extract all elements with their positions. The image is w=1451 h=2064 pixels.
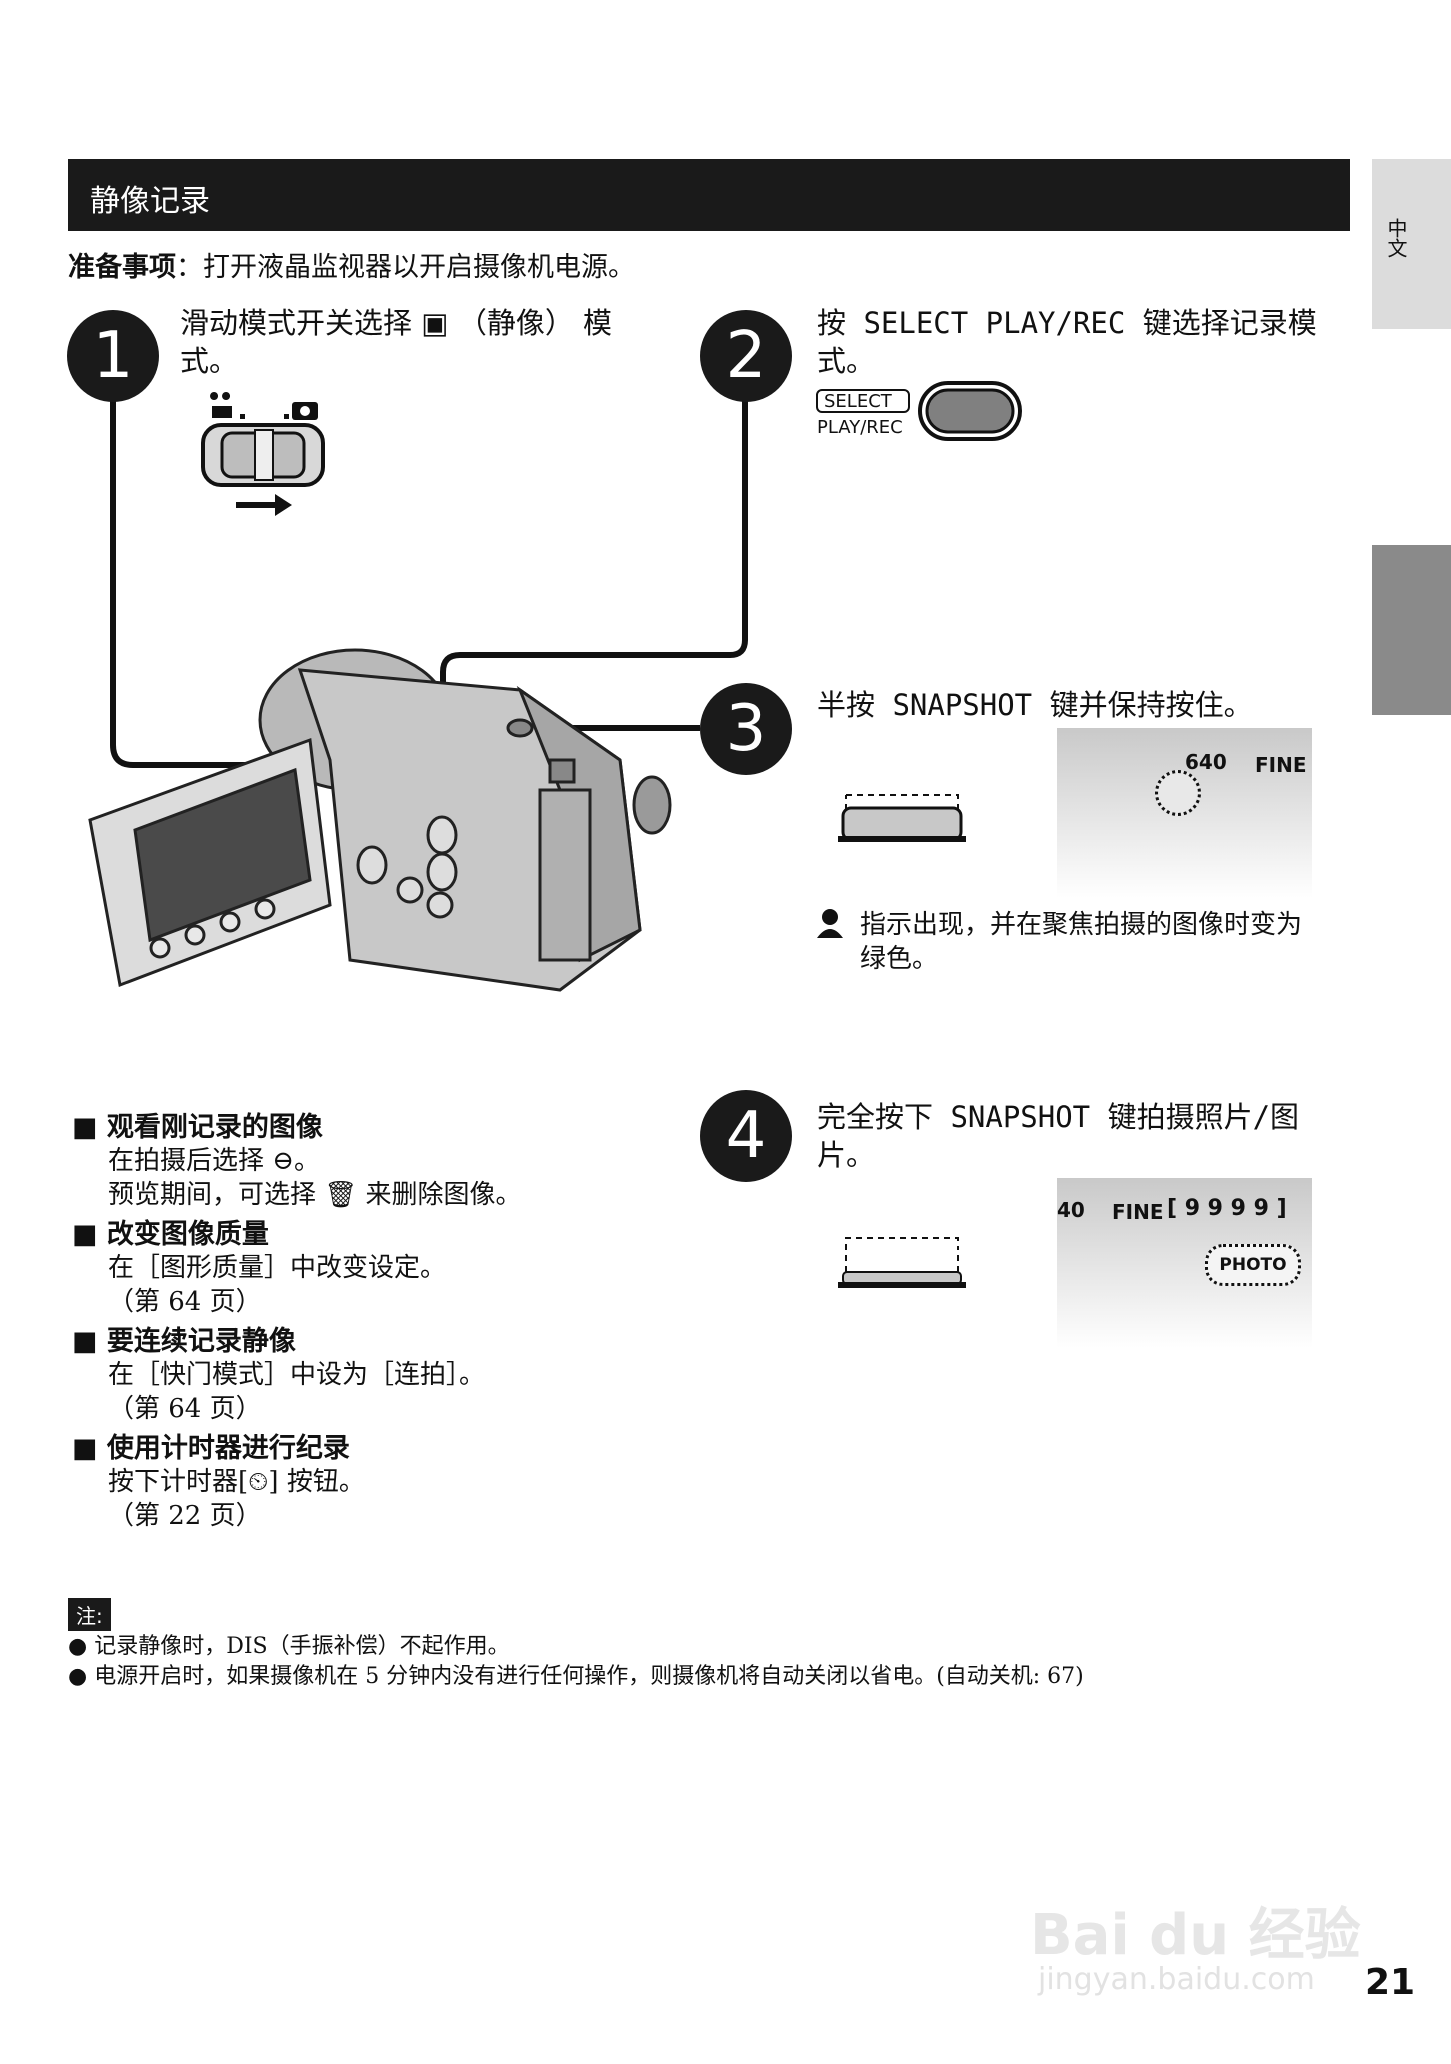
notes-label: 注: bbox=[68, 1598, 111, 1631]
tips-list: ■ 观看刚记录的图像 在拍摄后选择 ⊖。 预览期间，可选择 🗑 来删除图像。 ■… bbox=[72, 1105, 672, 1533]
tip-line: 在［快门模式］中设为［连拍］。 bbox=[108, 1360, 486, 1390]
tip-line: （第 64 页） bbox=[108, 1394, 262, 1424]
tip-item: ■ 改变图像质量 在［图形质量］中改变设定。 （第 64 页） bbox=[72, 1212, 672, 1319]
person-icon bbox=[817, 909, 843, 938]
section-title: 静像记录 bbox=[90, 184, 210, 219]
screen4-size: 40 bbox=[1057, 1198, 1085, 1222]
screen4-count: [ 9 9 9 9 ] bbox=[1167, 1196, 1287, 1221]
photo-badge: PHOTO bbox=[1205, 1244, 1301, 1286]
snapshot-half-press-icon bbox=[838, 794, 966, 842]
step-4-number: 4 bbox=[700, 1090, 792, 1182]
playrec-label: PLAY/REC bbox=[817, 417, 903, 438]
screen3-size: 640 bbox=[1185, 750, 1227, 774]
step-2-number: 2 bbox=[700, 310, 792, 402]
step-4-screen: 40 FINE [ 9 9 9 9 ] PHOTO bbox=[1057, 1178, 1312, 1348]
tip-line: 在拍摄后选择 ⊖。 bbox=[108, 1146, 321, 1176]
step-3-number: 3 bbox=[700, 683, 792, 775]
tip-line: 在［图形质量］中改变设定。 bbox=[108, 1253, 447, 1283]
screen4-quality: FINE bbox=[1112, 1200, 1164, 1224]
language-tab bbox=[1372, 159, 1451, 329]
tip-heading: ■ 使用计时器进行纪录 bbox=[72, 1433, 350, 1464]
tip-line: 预览期间，可选择 🗑 来删除图像。 bbox=[108, 1180, 522, 1210]
tip-heading: ■ 要连续记录静像 bbox=[72, 1326, 296, 1357]
prep-text: ：打开液晶监视器以开启摄像机电源。 bbox=[176, 252, 635, 283]
section-tab bbox=[1372, 545, 1451, 715]
prep-line: 准备事项：打开液晶监视器以开启摄像机电源。 bbox=[68, 245, 635, 284]
step-2-text: 按 SELECT PLAY/REC 键选择记录模式。 bbox=[817, 306, 1317, 378]
tip-heading: ■ 观看刚记录的图像 bbox=[72, 1112, 323, 1143]
focus-indicator-icon bbox=[1155, 770, 1201, 816]
camcorder-body bbox=[88, 648, 672, 992]
tip-item: ■ 观看刚记录的图像 在拍摄后选择 ⊖。 预览期间，可选择 🗑 来删除图像。 bbox=[72, 1105, 672, 1212]
page-number: 21 bbox=[1365, 1962, 1416, 2003]
select-label: SELECT bbox=[824, 391, 892, 412]
step-3-screen: 640 FINE bbox=[1057, 728, 1312, 898]
step-3-note: 指示出现，并在聚焦拍摄的图像时变为绿色。 bbox=[860, 910, 1303, 974]
mode-switch-icon bbox=[201, 392, 325, 516]
note-item: ● 电源开启时，如果摄像机在 5 分钟内没有进行任何操作，则摄像机将自动关闭以省… bbox=[68, 1664, 1084, 1689]
prep-label: 准备事项 bbox=[68, 252, 176, 283]
note-item: ● 记录静像时，DIS（手振补偿）不起作用。 bbox=[68, 1634, 510, 1659]
notes-list: ● 记录静像时，DIS（手振补偿）不起作用。 ● 电源开启时，如果摄像机在 5 … bbox=[68, 1632, 1338, 1692]
tip-line: 按下计时器[⏲] 按钮。 bbox=[108, 1467, 365, 1497]
tip-item: ■ 使用计时器进行纪录 按下计时器[⏲] 按钮。 （第 22 页） bbox=[72, 1426, 672, 1533]
step-1-text: 滑动模式开关选择 ▣ （静像） 模式。 bbox=[180, 306, 613, 378]
section-header-bar bbox=[68, 159, 1350, 231]
tip-heading: ■ 改变图像质量 bbox=[72, 1219, 269, 1250]
language-tab-label: 中文 bbox=[1384, 218, 1408, 258]
tip-line: （第 64 页） bbox=[108, 1287, 262, 1317]
baidu-watermark: Bai du 经验 bbox=[1030, 1903, 1361, 1968]
screen3-quality: FINE bbox=[1255, 753, 1307, 777]
tip-line: （第 22 页） bbox=[108, 1501, 262, 1531]
baidu-watermark-url: jingyan.baidu.com bbox=[1038, 1962, 1315, 1997]
tip-item: ■ 要连续记录静像 在［快门模式］中设为［连拍］。 （第 64 页） bbox=[72, 1319, 672, 1426]
step-3-text: 半按 SNAPSHOT 键并保持按住。 bbox=[817, 688, 1253, 722]
snapshot-full-press-icon bbox=[838, 1237, 966, 1288]
step-4-text: 完全按下 SNAPSHOT 键拍摄照片/图片。 bbox=[817, 1100, 1300, 1172]
select-button-icon bbox=[816, 381, 1022, 441]
step-1-number: 1 bbox=[67, 310, 159, 402]
